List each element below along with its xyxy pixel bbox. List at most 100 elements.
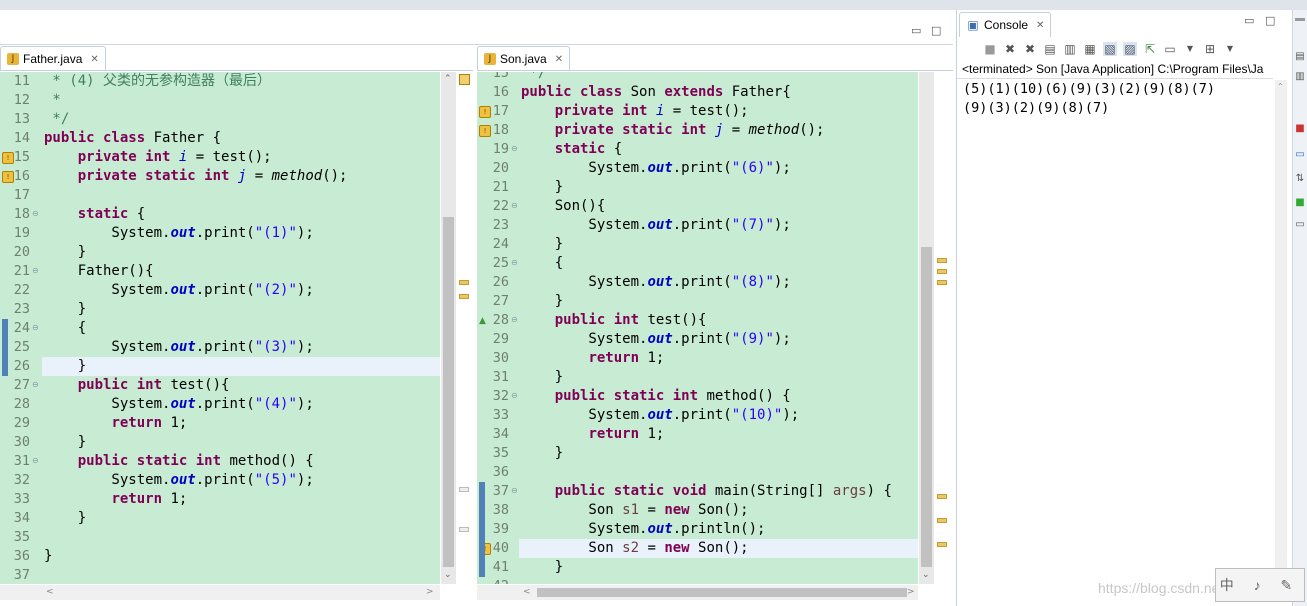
code-line[interactable]: } [44, 434, 87, 450]
code-line[interactable]: public class Son extends Father{ [521, 84, 791, 100]
code-line[interactable]: } [521, 369, 564, 385]
dropdown-icon[interactable]: ▼ [1226, 44, 1234, 53]
code-line[interactable]: private int i = test(); [77, 149, 272, 165]
code-line[interactable]: static { [77, 206, 146, 222]
problems-icon[interactable]: ■ [1295, 123, 1305, 134]
son-horizontal-scrollbar[interactable]: < > [477, 585, 918, 600]
tasks-icon[interactable]: ■ [1295, 197, 1305, 208]
code-line[interactable]: System.out.print("(1)"); [44, 225, 314, 241]
code-line[interactable]: Son(){ [521, 198, 606, 214]
remove-all-icon[interactable]: ✖ [1024, 42, 1036, 56]
code-line[interactable]: } [521, 445, 564, 461]
scroll-lock-icon[interactable]: ▥ [1064, 42, 1076, 56]
maximize-icon[interactable]: □ [931, 24, 942, 37]
word-wrap-icon[interactable]: ▦ [1084, 42, 1096, 56]
son-vertical-scrollbar[interactable]: ⌄ [919, 72, 934, 584]
code-line[interactable]: System.out.print("(2)"); [44, 282, 314, 298]
remove-launch-icon[interactable]: ✖ [1004, 42, 1016, 56]
console-vertical-scrollbar[interactable]: ⌃ [1275, 80, 1287, 600]
declaration-icon[interactable]: ⇅ [1295, 173, 1305, 184]
warning-icon[interactable]: ! [479, 106, 491, 118]
code-line[interactable]: return 1; [588, 350, 665, 366]
code-line[interactable]: private static int j = method(); [554, 122, 825, 138]
minimize-icon[interactable]: ▭ [1244, 14, 1255, 27]
javadoc-icon[interactable]: ▭ [1295, 149, 1305, 160]
code-line[interactable]: System.out.print("(7)"); [521, 217, 791, 233]
clear-console-icon[interactable]: ▤ [1044, 42, 1056, 56]
scroll-thumb[interactable] [443, 217, 454, 567]
open-console-icon[interactable]: ⊞ [1204, 42, 1216, 56]
code-line[interactable]: public int test(){ [77, 377, 230, 393]
code-line[interactable]: System.out.print("(9)"); [521, 331, 791, 347]
close-icon[interactable]: ✕ [1036, 19, 1045, 31]
code-line[interactable]: */ [521, 72, 547, 81]
code-line[interactable]: public class Father { [44, 130, 222, 146]
code-line[interactable]: System.out.print("(8)"); [521, 274, 791, 290]
code-line[interactable]: Son s2 = new Son(); [521, 540, 749, 556]
code-line[interactable]: { [44, 320, 87, 336]
show-on-error-icon[interactable]: ▨ [1123, 42, 1137, 56]
code-line[interactable]: System.out.print("(6)"); [521, 160, 791, 176]
minimize-icon[interactable]: ▭ [911, 24, 922, 37]
code-line[interactable]: } [521, 559, 564, 575]
tab-father-java[interactable]: J Father.java ✕ [0, 46, 106, 71]
warning-icon[interactable]: ! [2, 171, 14, 183]
code-line[interactable]: public static void main(String[] args) { [554, 483, 892, 499]
code-line[interactable]: System.out.print("(5)"); [44, 472, 314, 488]
fold-toggle-icon[interactable]: ⊖ [32, 323, 39, 332]
code-line[interactable]: static { [554, 141, 623, 157]
code-line[interactable]: } [44, 548, 53, 564]
close-icon[interactable]: ✕ [90, 53, 99, 65]
fold-toggle-icon[interactable]: ⊖ [511, 315, 518, 324]
code-line[interactable]: public int test(){ [554, 312, 707, 328]
code-line[interactable]: return 1; [588, 426, 665, 442]
fold-toggle-icon[interactable]: ⊖ [511, 201, 518, 210]
warning-icon[interactable]: ! [479, 125, 491, 137]
outline-icon[interactable]: ▤ [1295, 51, 1305, 62]
code-line[interactable]: public static int method() { [554, 388, 791, 404]
fold-toggle-icon[interactable]: ⊖ [32, 456, 39, 465]
fold-toggle-icon[interactable]: ⊖ [32, 209, 39, 218]
code-line[interactable]: System.out.println(); [521, 521, 766, 537]
tab-console[interactable]: ▣ Console ✕ [959, 12, 1052, 37]
dropdown-icon[interactable]: ▼ [1186, 44, 1194, 53]
father-vertical-scrollbar[interactable]: ⌃ ⌄ [441, 72, 456, 584]
pin-console-icon[interactable]: ⇱ [1144, 42, 1156, 56]
close-icon[interactable]: ✕ [554, 53, 564, 65]
code-line[interactable]: System.out.print("(3)"); [44, 339, 314, 355]
code-line[interactable]: */ [44, 111, 70, 127]
warning-icon[interactable]: ! [2, 152, 14, 164]
code-line[interactable]: Father(){ [44, 263, 154, 279]
override-icon[interactable]: ▲ [479, 316, 486, 326]
fold-toggle-icon[interactable]: ⊖ [32, 380, 39, 389]
code-line[interactable]: } [44, 358, 87, 374]
father-horizontal-scrollbar[interactable]: < > [0, 585, 440, 600]
display-console-icon[interactable]: ▭ [1164, 42, 1176, 56]
code-line[interactable]: * [44, 92, 61, 108]
maximize-icon[interactable]: □ [1265, 14, 1276, 27]
code-line[interactable]: } [44, 510, 87, 526]
code-line[interactable]: } [521, 179, 564, 195]
code-line[interactable]: System.out.print("(10)"); [521, 407, 800, 423]
show-on-output-icon[interactable]: ▧ [1103, 42, 1117, 56]
code-line[interactable]: System.out.print("(4)"); [44, 396, 314, 412]
code-line[interactable]: } [521, 293, 564, 309]
code-line[interactable]: private static int j = method(); [77, 168, 348, 184]
code-line[interactable]: private int i = test(); [554, 103, 749, 119]
code-line[interactable]: } [44, 301, 87, 317]
code-line[interactable]: } [44, 244, 87, 260]
code-line[interactable]: * (4) 父类的无参构造器（最后） [44, 73, 272, 89]
search-icon[interactable]: ▭ [1295, 219, 1305, 230]
terminate-icon[interactable]: ■ [984, 42, 996, 56]
code-line[interactable]: public static int method() { [77, 453, 314, 469]
code-line[interactable]: } [521, 236, 564, 252]
fold-toggle-icon[interactable]: ⊖ [32, 266, 39, 275]
code-line[interactable]: Son s1 = new Son(); [521, 502, 749, 518]
hscroll-thumb[interactable] [537, 588, 907, 597]
scroll-thumb[interactable] [921, 247, 932, 567]
tab-son-java[interactable]: J Son.java ✕ [477, 46, 571, 71]
code-line[interactable]: return 1; [111, 415, 188, 431]
fold-toggle-icon[interactable]: ⊖ [511, 144, 518, 153]
